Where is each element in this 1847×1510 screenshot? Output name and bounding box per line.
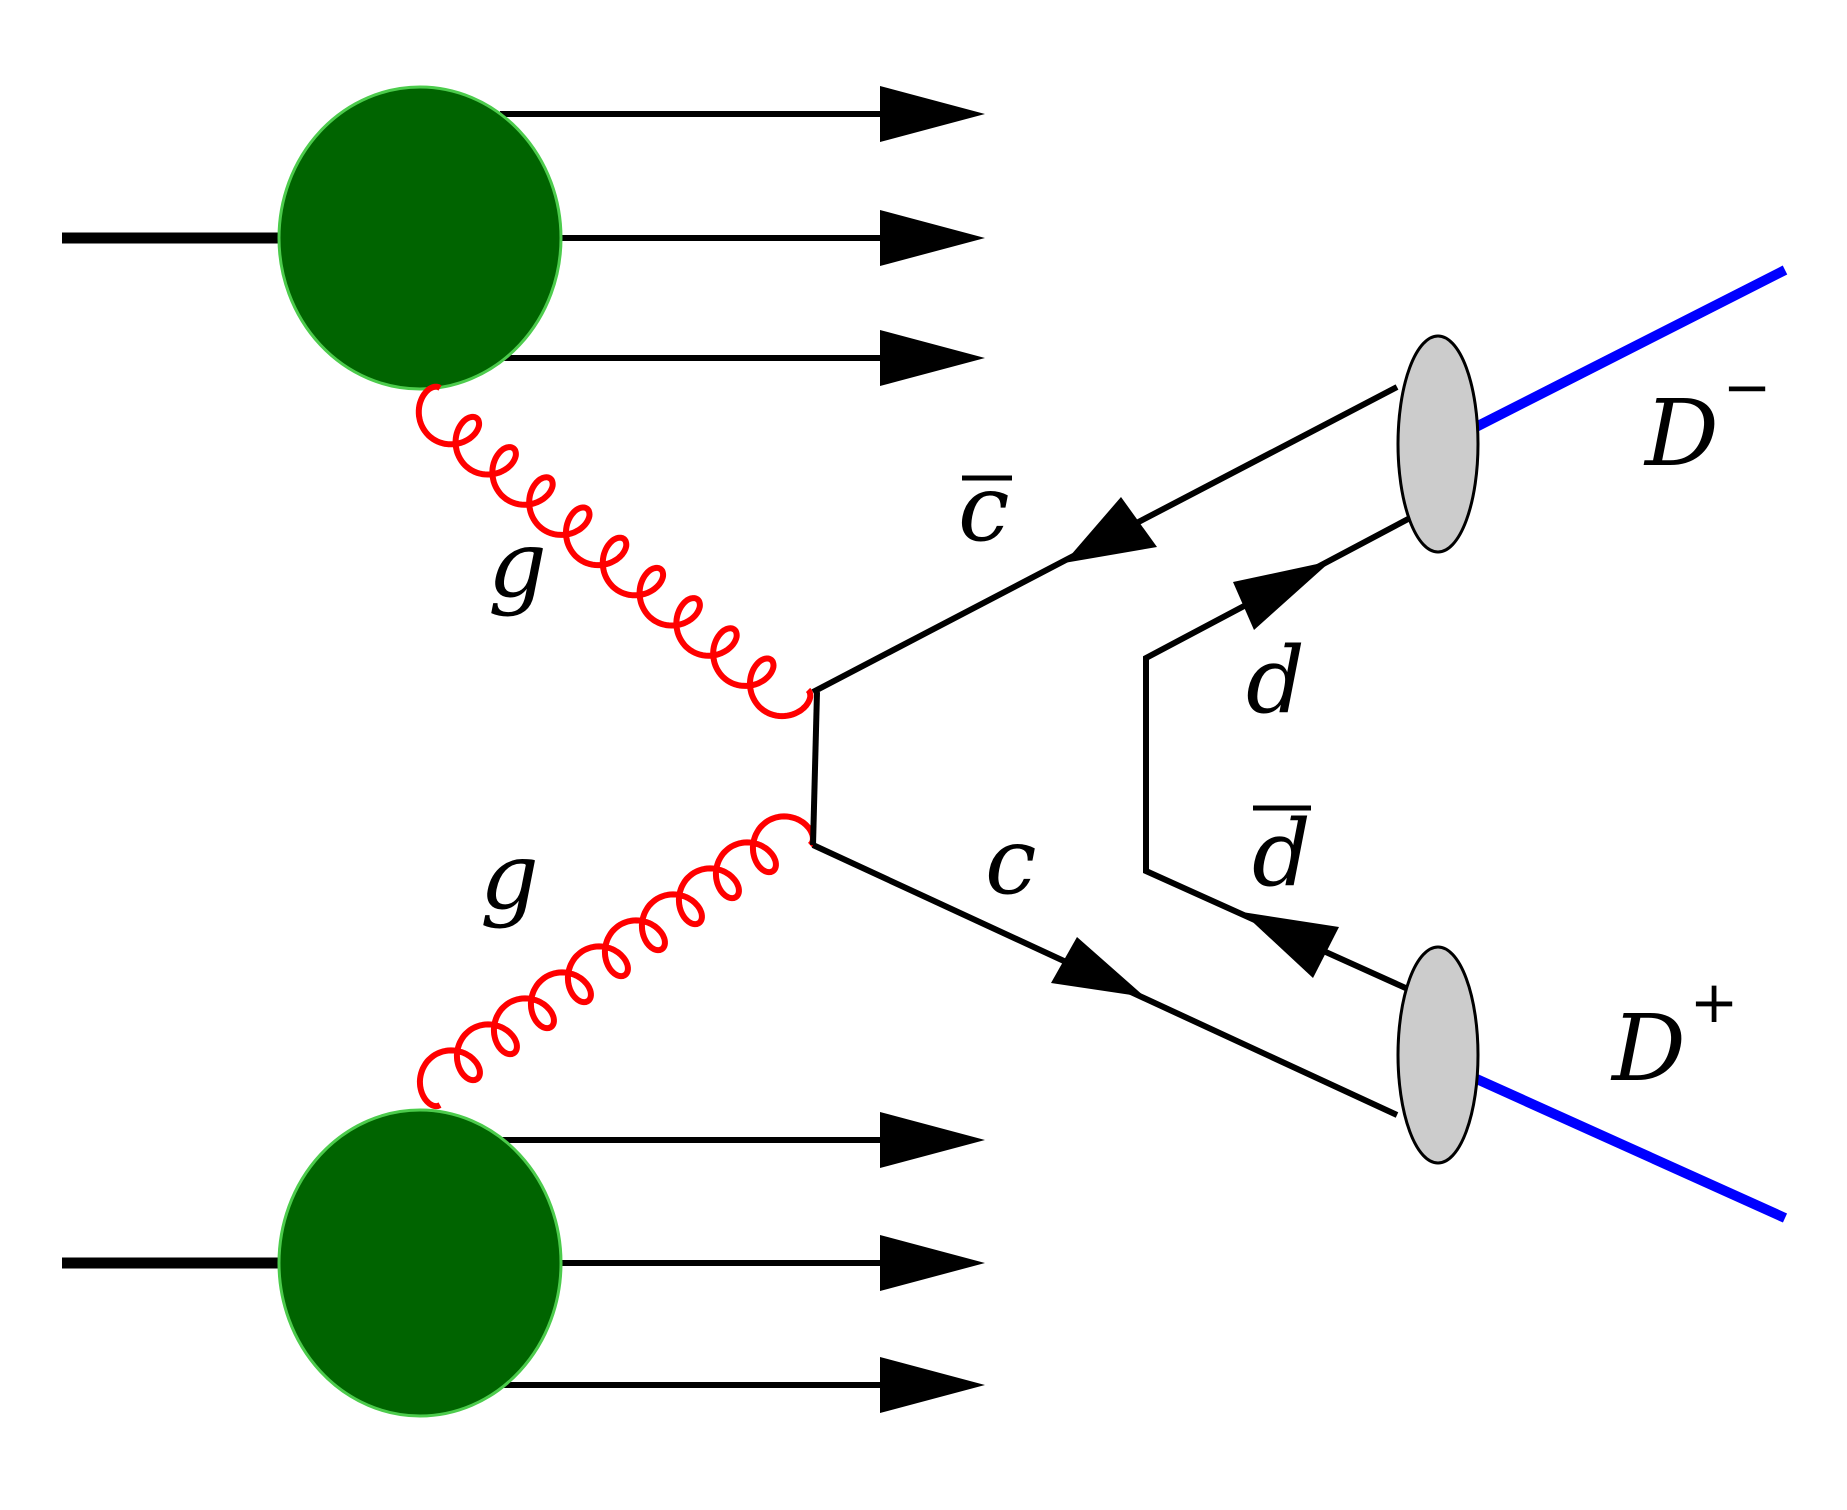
down-antiquark-arrow xyxy=(1242,912,1339,978)
bottom-proton-group xyxy=(62,1108,985,1418)
bottom-remnant-arrow-2 xyxy=(880,1235,985,1291)
d-minus-base: D xyxy=(1643,380,1719,487)
d-plus-meson-group xyxy=(1396,945,1788,1223)
top-remnant-arrow-2 xyxy=(880,210,985,266)
d-minus-label: D − xyxy=(1643,353,1771,487)
bottom-remnant-arrow-1 xyxy=(880,1112,985,1168)
d-minus-meson-group xyxy=(1396,265,1788,554)
top-remnant-arrow-1 xyxy=(880,86,985,142)
gluon-bottom-line xyxy=(416,813,816,1110)
top-proton-blob xyxy=(277,85,563,391)
d-minus-meson-blob xyxy=(1396,334,1480,554)
bottom-remnant-arrow-3 xyxy=(880,1357,985,1413)
down-quark-label: d xyxy=(1246,627,1305,734)
d-minus-outgoing-line xyxy=(1467,265,1788,435)
gluon-bottom-label: g xyxy=(480,823,539,930)
light-quark-group xyxy=(1143,515,1412,993)
d-plus-charge: + xyxy=(1690,968,1739,1036)
d-plus-outgoing-line xyxy=(1467,1071,1788,1223)
d-plus-base: D xyxy=(1610,995,1686,1102)
down-antiquark-label: d xyxy=(1252,800,1311,907)
gluon-top-line xyxy=(415,383,814,720)
charm-quark-label: c xyxy=(985,808,1037,915)
d-minus-charge: − xyxy=(1723,353,1772,421)
d-plus-meson-blob xyxy=(1396,945,1480,1165)
gluon-top-label: g xyxy=(488,511,547,618)
top-remnant-arrow-3 xyxy=(880,330,985,386)
charm-production-group xyxy=(810,384,1399,1118)
bottom-proton-blob xyxy=(277,1108,563,1418)
charm-quark-arrow xyxy=(1051,937,1145,997)
propagator-line xyxy=(810,691,820,846)
charm-antiquark-arrow xyxy=(1064,497,1157,563)
down-quark-arrow xyxy=(1233,561,1331,630)
top-proton-group xyxy=(62,85,985,391)
charm-antiquark-label: c xyxy=(958,455,1010,562)
d-plus-label: D + xyxy=(1610,968,1738,1102)
